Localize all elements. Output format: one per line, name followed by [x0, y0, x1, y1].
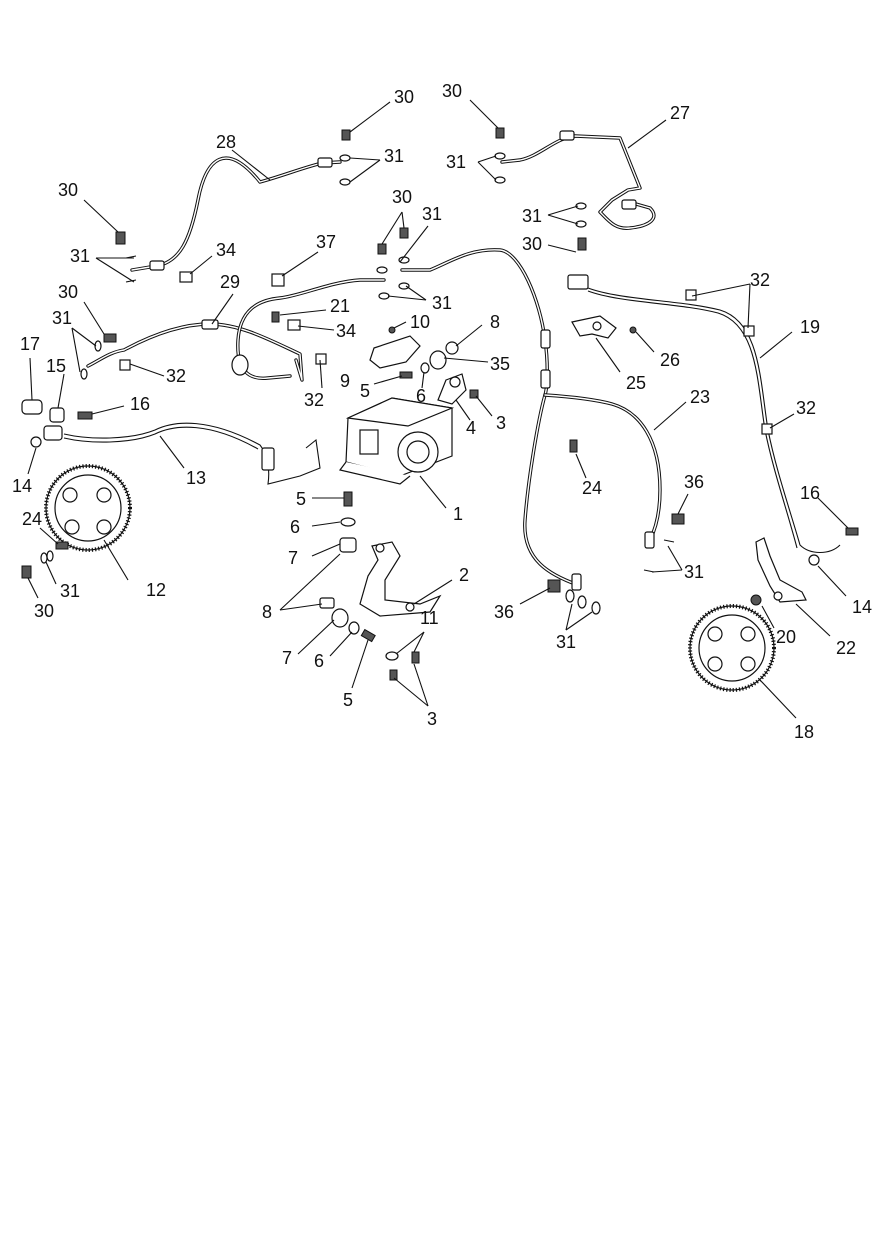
callout-29: 29 — [220, 272, 240, 292]
callout-2: 2 — [459, 565, 469, 585]
callout-26: 26 — [660, 350, 680, 370]
callout-34: 34 — [216, 240, 236, 260]
brake-pipe-centre-loop — [231, 278, 386, 380]
tone-ring-12 — [44, 464, 132, 552]
small-parts — [21, 127, 859, 615]
callout-3: 3 — [496, 413, 506, 433]
callout-5: 5 — [360, 381, 370, 401]
callout-24: 24 — [582, 478, 602, 498]
callout-31: 31 — [70, 246, 90, 266]
sensor-harness-19 — [567, 274, 841, 554]
callout-30: 30 — [522, 234, 542, 254]
callout-6: 6 — [314, 651, 324, 671]
callout-36: 36 — [684, 472, 704, 492]
callout-31: 31 — [432, 293, 452, 313]
abs-modulator — [338, 397, 455, 485]
callout-7: 7 — [288, 548, 298, 568]
callout-32: 32 — [750, 270, 770, 290]
callout-30: 30 — [394, 87, 414, 107]
callout-5: 5 — [296, 489, 306, 509]
callout-35: 35 — [490, 354, 510, 374]
callout-17: 17 — [20, 334, 40, 354]
callout-16: 16 — [800, 483, 820, 503]
callout-34: 34 — [336, 321, 356, 341]
brake-pipe-23 — [543, 393, 662, 549]
brake-pipe-rear-long — [400, 248, 582, 591]
callout-28: 28 — [216, 132, 236, 152]
bracket-2 — [359, 541, 442, 617]
callout-30: 30 — [34, 601, 54, 621]
callout-14: 14 — [852, 597, 872, 617]
callout-30: 30 — [392, 187, 412, 207]
brake-pipe-28 — [130, 156, 342, 272]
callout-31: 31 — [384, 146, 404, 166]
leader-lines — [27, 99, 849, 719]
callout-32: 32 — [796, 398, 816, 418]
callout-36: 36 — [494, 602, 514, 622]
callout-7: 7 — [282, 648, 292, 668]
callout-1: 1 — [453, 504, 463, 524]
callout-9: 9 — [340, 371, 350, 391]
callout-31: 31 — [52, 308, 72, 328]
callout-31: 31 — [522, 206, 542, 226]
mounting-stack-lower — [319, 597, 376, 643]
fasteners-3-11 — [385, 389, 479, 681]
callout-20: 20 — [776, 627, 796, 647]
callout-21: 21 — [330, 296, 350, 316]
callout-8: 8 — [490, 312, 500, 332]
bracket-9 — [369, 326, 421, 369]
parts-drawing — [21, 127, 859, 692]
brake-pipe-27 — [500, 130, 656, 230]
callout-labels: 1 2 3 3 4 5 5 5 6 6 6 7 7 8 8 9 10 11 12… — [12, 81, 872, 742]
callout-30: 30 — [58, 180, 78, 200]
callout-30: 30 — [442, 81, 462, 101]
callout-19: 19 — [800, 317, 820, 337]
callout-31: 31 — [684, 562, 704, 582]
sensor-bracket-25 — [571, 315, 637, 339]
callout-27: 27 — [670, 103, 690, 123]
callout-22: 22 — [836, 638, 856, 658]
grommet-35 — [429, 350, 447, 370]
mount-4 — [437, 373, 467, 405]
callout-31: 31 — [446, 152, 466, 172]
callout-18: 18 — [794, 722, 814, 742]
callout-32: 32 — [166, 366, 186, 386]
callout-8: 8 — [262, 602, 272, 622]
callout-12: 12 — [146, 580, 166, 600]
callout-3: 3 — [427, 709, 437, 729]
callout-6: 6 — [290, 517, 300, 537]
callout-5: 5 — [343, 690, 353, 710]
callout-6: 6 — [416, 386, 426, 406]
callout-37: 37 — [316, 232, 336, 252]
callout-25: 25 — [626, 373, 646, 393]
callout-32: 32 — [304, 390, 324, 410]
sensor-harness-13 — [63, 422, 321, 485]
callout-13: 13 — [186, 468, 206, 488]
callout-11: 11 — [420, 608, 439, 628]
mounting-stack-upper — [339, 491, 357, 553]
callout-4: 4 — [466, 418, 476, 438]
brake-pipe-29 — [86, 319, 304, 382]
callout-31: 31 — [60, 581, 80, 601]
sensor-bracket-22 — [755, 537, 807, 603]
callout-24: 24 — [22, 509, 42, 529]
sleeve-8-upper — [445, 341, 459, 355]
callout-16: 16 — [130, 394, 150, 414]
callout-23: 23 — [690, 387, 710, 407]
callout-30: 30 — [58, 282, 78, 302]
tone-ring-18 — [688, 604, 776, 692]
callout-15: 15 — [46, 356, 66, 376]
callout-31: 31 — [556, 632, 576, 652]
callout-14: 14 — [12, 476, 32, 496]
callout-31: 31 — [422, 204, 442, 224]
callout-10: 10 — [410, 312, 430, 332]
